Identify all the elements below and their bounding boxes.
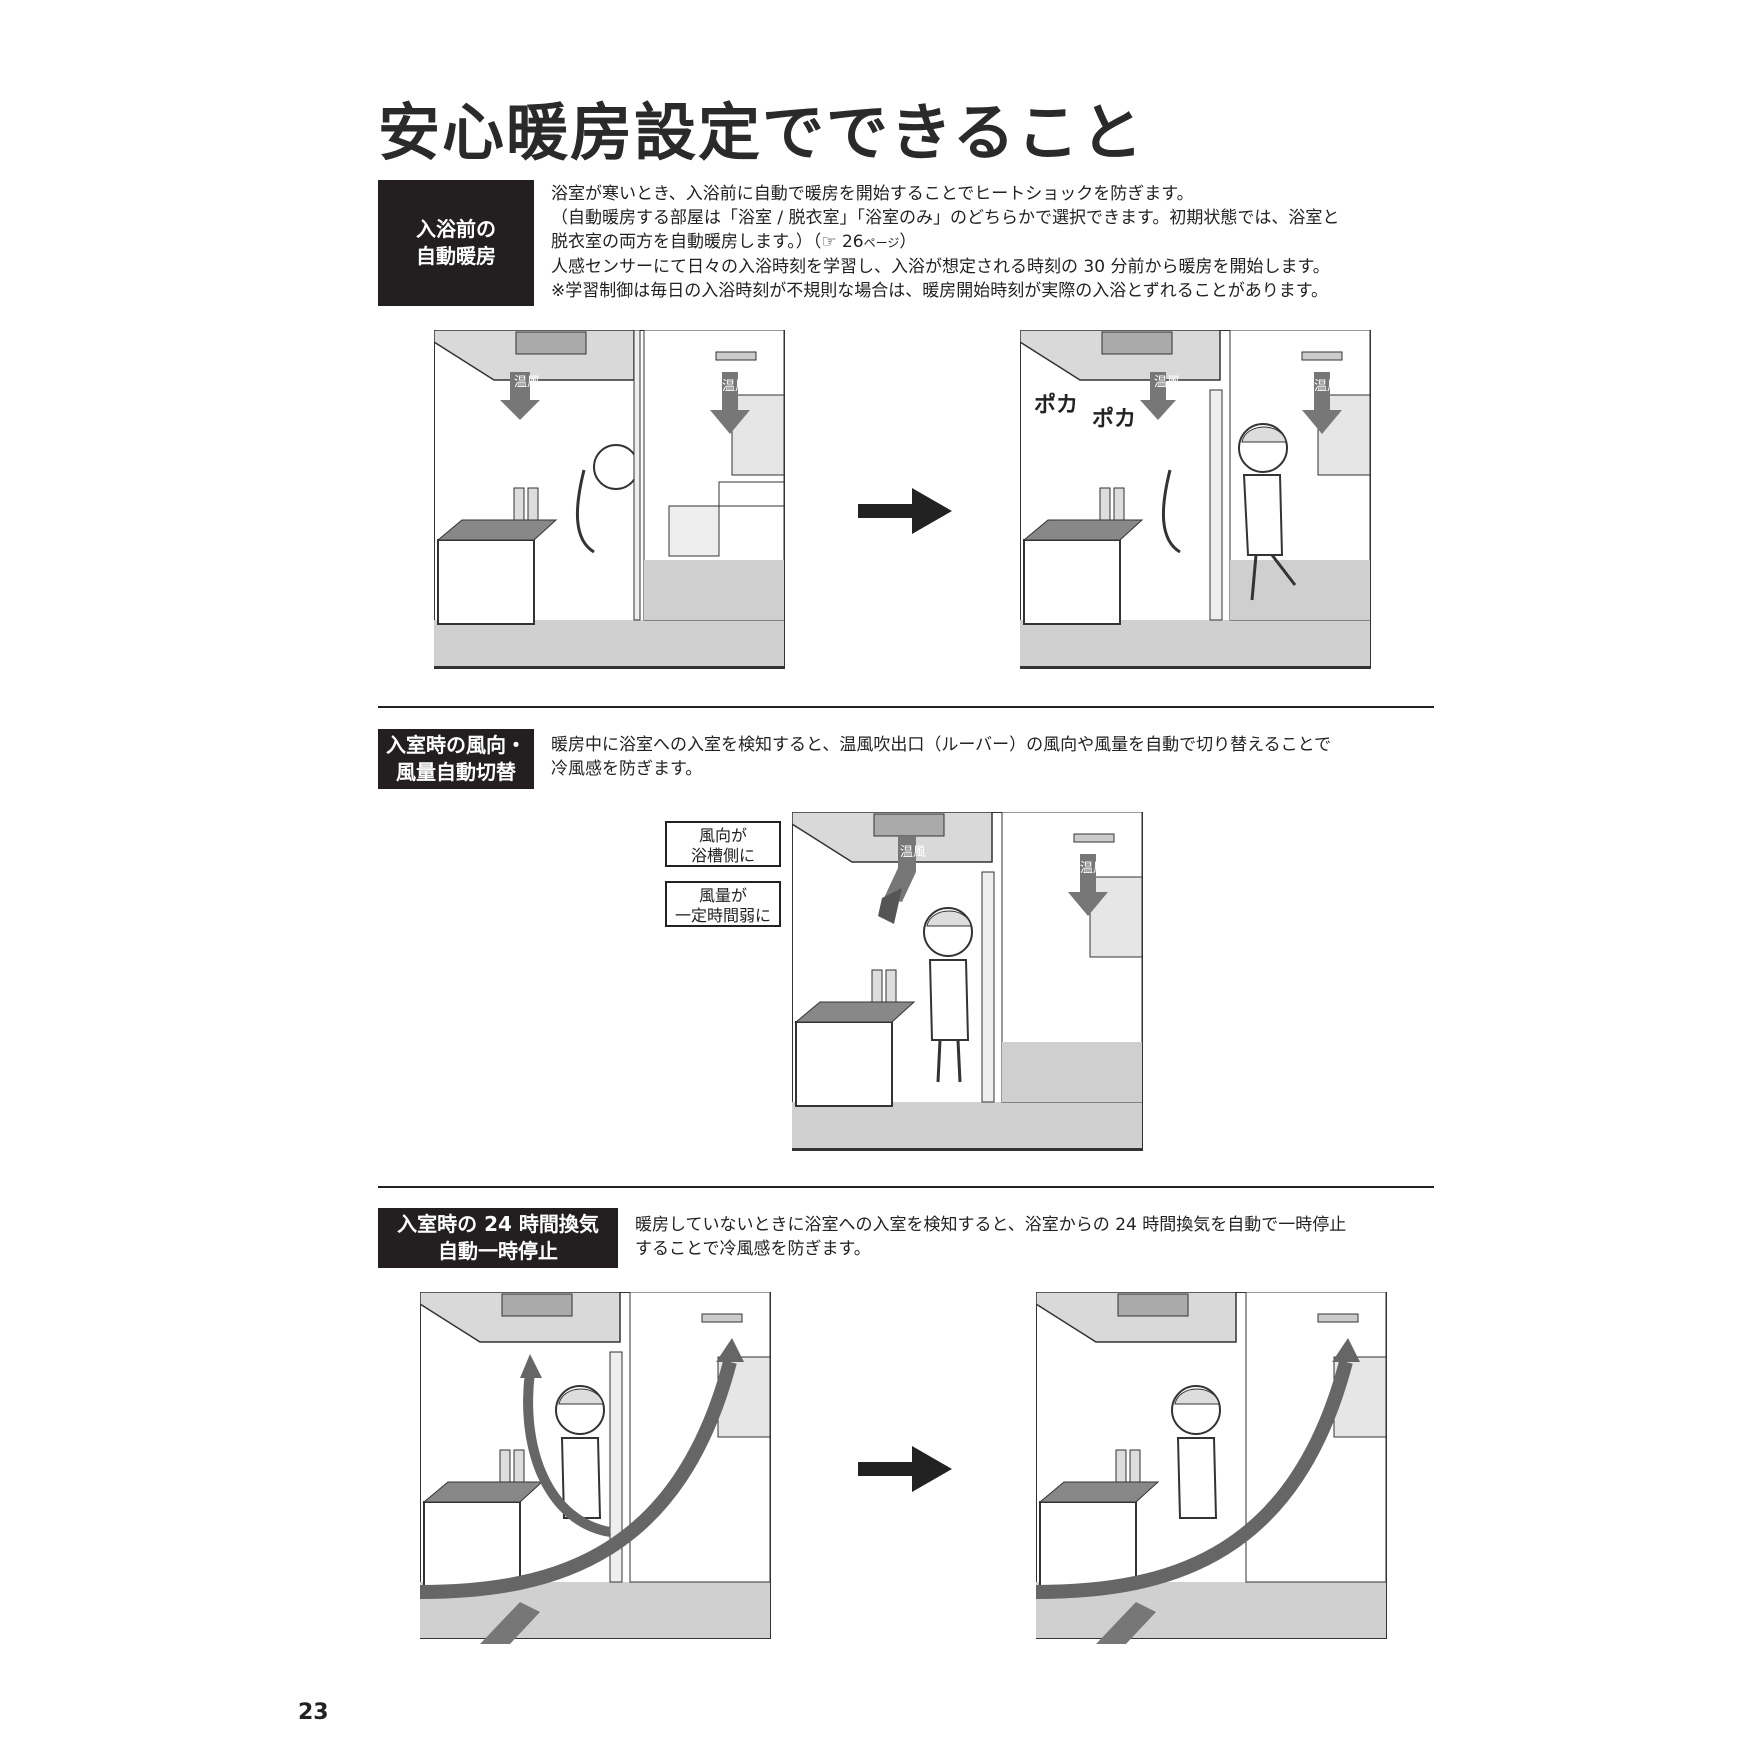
description-line: 人感センサーにて日々の入浴時刻を学習し、入浴が想定される時刻の 30 分前から暖… bbox=[551, 257, 1330, 277]
section-label-line: 入室時の風向・ bbox=[386, 733, 526, 757]
description-line: （自動暖房する部屋は「浴室 / 脱衣室」「浴室のみ」のどちらかで選択できます。初… bbox=[551, 208, 1340, 228]
bathroom-illustration-before: 温風 温風 bbox=[434, 330, 785, 669]
section-label-ventilation-pause: 入室時の 24 時間換気 自動一時停止 bbox=[378, 1208, 618, 1268]
section-label-airflow-switch: 入室時の風向・ 風量自動切替 bbox=[378, 729, 534, 789]
warm-air-label: 温風 bbox=[514, 375, 540, 390]
description-line: 脱衣室の両方を自動暖房します。）（☞ 26ページ） bbox=[551, 232, 917, 252]
section-description: 暖房中に浴室への入室を検知すると、温風吹出口（ルーバー）の風向や風量を自動で切り… bbox=[551, 733, 1331, 781]
description-line: 冷風感を防ぎます。 bbox=[551, 759, 703, 779]
bathroom-illustration-ventilation-paused bbox=[1036, 1292, 1387, 1644]
description-line: 浴室が寒いとき、入浴前に自動で暖房を開始することでヒートショックを防ぎます。 bbox=[551, 184, 1194, 204]
section-description: 暖房していないときに浴室への入室を検知すると、浴室からの 24 時間換気を自動で… bbox=[635, 1213, 1346, 1261]
section-label-line: 自動一時停止 bbox=[437, 1239, 558, 1263]
warm-air-label: 温風 bbox=[1080, 861, 1106, 876]
description-line: することで冷風感を防ぎます。 bbox=[635, 1239, 871, 1259]
bathroom-illustration-airflow: 温風 温風 bbox=[792, 812, 1143, 1151]
warm-air-label: 温風 bbox=[1154, 375, 1180, 390]
page-title: 安心暖房設定でできること bbox=[378, 96, 1145, 169]
hand-pointer-icon: ☞ bbox=[821, 232, 837, 252]
description-line: 暖房していないときに浴室への入室を検知すると、浴室からの 24 時間換気を自動で… bbox=[635, 1215, 1347, 1235]
warm-air-label: 温風 bbox=[722, 379, 748, 394]
bathroom-illustration-ventilation-on bbox=[420, 1292, 771, 1644]
page-ref-suffix: ページ bbox=[863, 236, 900, 250]
description-line: ※学習制御は毎日の入浴時刻が不規則な場合は、暖房開始時刻が実際の入浴とずれること… bbox=[551, 281, 1329, 301]
note-airflow-direction: 風向が 浴槽側に bbox=[665, 821, 781, 867]
page-ref-number: 26 bbox=[841, 232, 864, 252]
page-number: 23 bbox=[298, 1700, 329, 1725]
warm-air-label: 温風 bbox=[1314, 379, 1340, 394]
right-arrow-icon bbox=[858, 1446, 952, 1492]
note-airflow-volume: 風量が 一定時間弱に bbox=[665, 881, 781, 927]
poka-text: ポカ bbox=[1092, 406, 1136, 432]
section-label-line: 入浴前の bbox=[416, 217, 496, 241]
section-description: 浴室が寒いとき、入浴前に自動で暖房を開始することでヒートショックを防ぎます。 （… bbox=[551, 182, 1339, 303]
section-label-line: 入室時の 24 時間換気 bbox=[397, 1212, 599, 1236]
section-label-pre-bath-heating: 入浴前の 自動暖房 bbox=[378, 180, 534, 306]
section-label-line: 自動暖房 bbox=[416, 244, 496, 268]
section-divider bbox=[378, 1186, 1434, 1188]
bathroom-illustration-after: 温風 温風 ポカ ポカ bbox=[1020, 330, 1371, 669]
section-label-line: 風量自動切替 bbox=[396, 760, 516, 784]
description-line: 暖房中に浴室への入室を検知すると、温風吹出口（ルーバー）の風向や風量を自動で切り… bbox=[551, 735, 1332, 755]
poka-text: ポカ bbox=[1034, 392, 1078, 418]
section-divider bbox=[378, 706, 1434, 708]
warm-air-label: 温風 bbox=[900, 845, 926, 860]
right-arrow-icon bbox=[858, 488, 952, 534]
